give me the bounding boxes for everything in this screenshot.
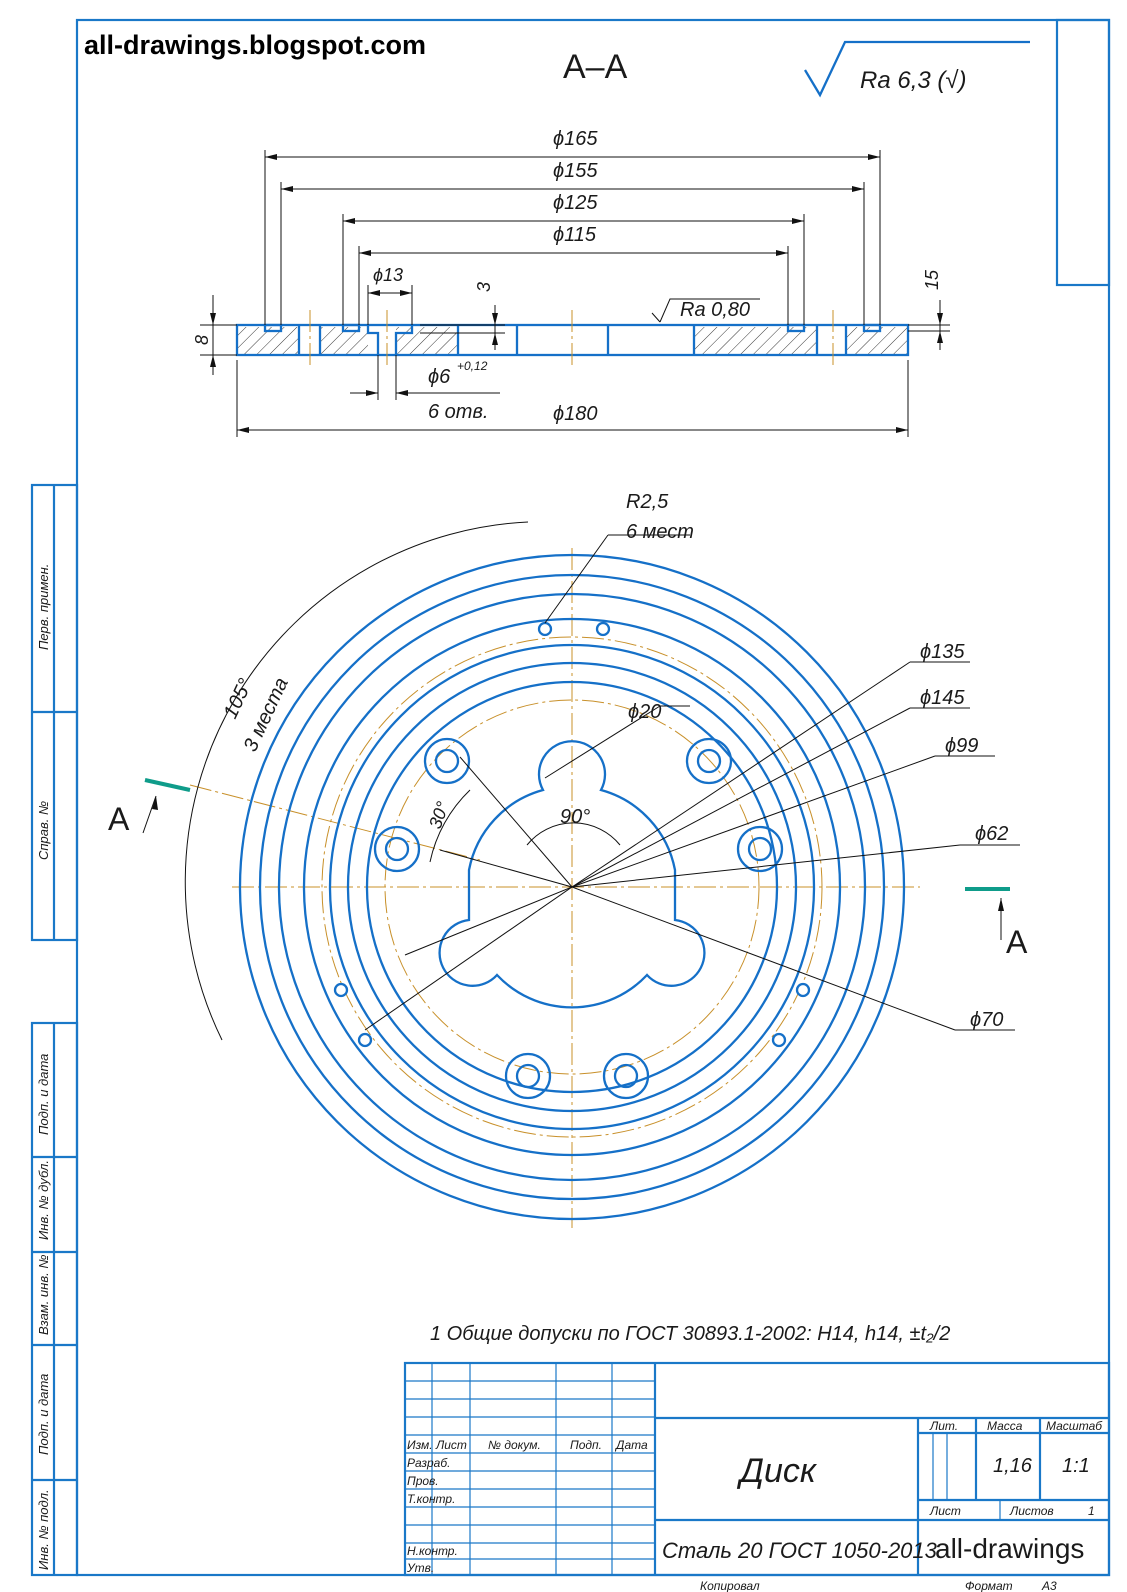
dim-r25: R2,5 bbox=[626, 491, 669, 513]
dim-d145: ϕ145 bbox=[920, 687, 965, 709]
side-label: Инв. № подл. bbox=[36, 1489, 51, 1570]
tb-col-izm: Изм. bbox=[407, 1438, 433, 1452]
tb-role-tech-control: Т.контр. bbox=[407, 1492, 455, 1506]
tb-part-name: Диск bbox=[736, 1452, 818, 1490]
dim-d20: ϕ20 bbox=[628, 701, 661, 723]
dim-d99: ϕ99 bbox=[945, 735, 978, 757]
dim-h15: 15 bbox=[922, 269, 942, 290]
cut-label-left: A bbox=[108, 801, 130, 837]
tb-company: all-drawings bbox=[935, 1533, 1084, 1564]
tb-col-date: Дата bbox=[614, 1438, 648, 1452]
tb-lit-label: Лит. bbox=[929, 1419, 958, 1433]
dim-d180: ϕ180 bbox=[553, 403, 598, 425]
dim-d155: ϕ155 bbox=[553, 160, 598, 182]
section-title: A–A bbox=[563, 48, 628, 86]
tb-col-list: Лист bbox=[435, 1438, 467, 1452]
dim-a90: 90° bbox=[560, 806, 590, 828]
dim-d6: ϕ6 bbox=[428, 366, 451, 388]
tb-sheets-value: 1 bbox=[1088, 1504, 1095, 1518]
dim-d135: ϕ135 bbox=[920, 641, 965, 663]
tb-mass-value: 1,16 bbox=[993, 1455, 1033, 1477]
side-label: Взам. инв. № bbox=[36, 1255, 51, 1335]
general-note: 1 Общие допуски по ГОСТ 30893.1-2002: H1… bbox=[430, 1323, 950, 1345]
side-label: Подп. и дата bbox=[36, 1374, 51, 1455]
dim-places6: 6 мест bbox=[626, 521, 694, 543]
side-label: Инв. № дубл. bbox=[36, 1160, 51, 1240]
tb-mass-label: Масса bbox=[987, 1419, 1023, 1433]
plan-view: R2,5 6 мест ϕ135 ϕ145 ϕ99 ϕ62 ϕ70 ϕ20 90… bbox=[108, 491, 1028, 1228]
tb-copied: Копировал bbox=[700, 1579, 760, 1592]
dim-d6-tolerance: +0,12 bbox=[457, 359, 488, 373]
title-block: Изм. Лист № докум. Подп. Дата Разраб. Пр… bbox=[403, 1361, 1111, 1592]
dim-d125: ϕ125 bbox=[553, 192, 598, 214]
dim-d165: ϕ165 bbox=[553, 128, 598, 150]
tb-sheets-label: Листов bbox=[1009, 1504, 1054, 1518]
side-label: Справ. № bbox=[36, 801, 51, 860]
tb-role-developer: Разраб. bbox=[407, 1456, 450, 1470]
roughness-general-text: Ra 6,3 (√) bbox=[860, 67, 967, 94]
tb-role-norm-control: Н.контр. bbox=[407, 1544, 458, 1558]
side-label: Перв. примен. bbox=[36, 564, 51, 650]
roughness-general: Ra 6,3 (√) bbox=[804, 40, 1030, 98]
tb-role-checker: Пров. bbox=[407, 1474, 439, 1488]
tb-material: Сталь 20 ГОСТ 1050-2013 bbox=[662, 1538, 938, 1563]
tb-role-approver: Утв. bbox=[406, 1561, 434, 1575]
dim-h3: 3 bbox=[474, 282, 494, 292]
dim-holes: 6 отв. bbox=[428, 401, 488, 423]
section-view: ϕ165 ϕ155 ϕ125 ϕ115 ϕ13 3 Ra 0,80 15 8 ϕ… bbox=[192, 128, 950, 437]
tb-scale-value: 1:1 bbox=[1062, 1455, 1090, 1477]
roughness-local-text: Ra 0,80 bbox=[680, 299, 750, 321]
dim-h8: 8 bbox=[192, 335, 212, 345]
dim-d115: ϕ115 bbox=[553, 224, 597, 246]
watermark-text: all-drawings.blogspot.com bbox=[84, 30, 427, 60]
dim-d13: ϕ13 bbox=[373, 265, 403, 285]
dim-d62: ϕ62 bbox=[975, 823, 1008, 845]
side-label: Подп. и дата bbox=[36, 1054, 51, 1135]
cut-label-right: A bbox=[1006, 924, 1028, 960]
tb-format-value: А3 bbox=[1041, 1579, 1057, 1592]
dim-a105: 105° bbox=[220, 675, 257, 722]
tb-col-doc: № докум. bbox=[488, 1438, 541, 1452]
dim-d70: ϕ70 bbox=[970, 1009, 1003, 1031]
side-labels: Перв. примен. Справ. № Подп. и дата Инв.… bbox=[36, 564, 51, 1570]
tb-scale-label: Масштаб bbox=[1046, 1419, 1103, 1433]
tb-format-label: Формат bbox=[965, 1579, 1013, 1592]
tb-col-sign: Подп. bbox=[570, 1438, 602, 1452]
dim-a30: 30° bbox=[425, 799, 453, 831]
tb-sheet-label: Лист bbox=[929, 1504, 961, 1518]
